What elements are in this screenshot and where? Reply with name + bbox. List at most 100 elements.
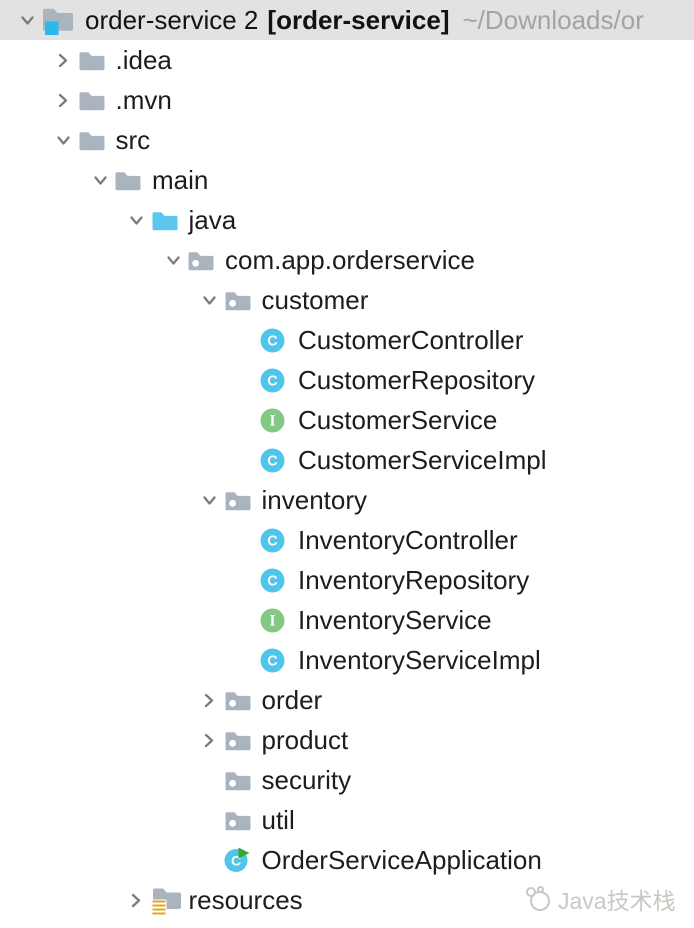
project-root-name: order-service 2	[85, 4, 259, 35]
tree-indent	[13, 180, 86, 181]
folder-icon	[78, 40, 116, 80]
tree-indent	[13, 540, 232, 541]
tree-row[interactable]: customer	[0, 280, 694, 320]
chevron-right-icon[interactable]	[50, 40, 78, 80]
interface-icon: I	[260, 400, 298, 440]
tree-indent	[13, 860, 196, 861]
tree-item-label: java	[188, 204, 237, 235]
tree-row[interactable]: C InventoryRepository	[0, 560, 694, 600]
package-icon	[224, 280, 262, 320]
tree-indent	[13, 380, 232, 381]
tree-item-label: util	[261, 804, 295, 835]
tree-indent	[13, 140, 50, 141]
chevron-slot	[232, 520, 260, 560]
tree-row[interactable]: inventory	[0, 480, 694, 520]
tree-indent	[13, 660, 232, 661]
tree-indent	[13, 300, 196, 301]
folder-icon	[114, 160, 152, 200]
chevron-down-icon[interactable]	[196, 280, 224, 320]
package-icon	[224, 760, 262, 800]
tree-indent	[13, 500, 196, 501]
tree-indent	[13, 220, 123, 221]
chevron-slot	[232, 600, 260, 640]
chevron-right-icon[interactable]	[196, 680, 224, 720]
tree-row[interactable]: resources	[0, 880, 694, 920]
folder-icon	[78, 120, 116, 160]
tree-item-label: resources	[188, 884, 303, 915]
chevron-slot	[232, 440, 260, 480]
project-tree: .idea .mvn src main java com.app.orderse…	[0, 40, 694, 920]
class-icon: C	[260, 560, 298, 600]
tree-item-label: main	[152, 164, 209, 195]
tree-row[interactable]: product	[0, 720, 694, 760]
tree-indent	[13, 900, 123, 901]
class-icon: C	[260, 520, 298, 560]
tree-indent	[13, 60, 50, 61]
svg-text:I: I	[269, 612, 275, 629]
tree-item-label: OrderServiceApplication	[261, 844, 542, 875]
chevron-slot	[196, 840, 224, 880]
tree-row[interactable]: I InventoryService	[0, 600, 694, 640]
chevron-slot	[232, 560, 260, 600]
tree-row-project-root[interactable]: order-service 2 [order-service] ~/Downlo…	[0, 0, 694, 40]
tree-indent	[13, 580, 232, 581]
tree-row[interactable]: util	[0, 800, 694, 840]
tree-row[interactable]: I CustomerService	[0, 400, 694, 440]
folder-source-icon	[151, 200, 189, 240]
chevron-slot	[232, 400, 260, 440]
tree-row[interactable]: C CustomerServiceImpl	[0, 440, 694, 480]
tree-item-label: InventoryRepository	[298, 564, 530, 595]
chevron-down-icon[interactable]	[159, 240, 187, 280]
interface-icon: I	[260, 600, 298, 640]
tree-row[interactable]: C CustomerController	[0, 320, 694, 360]
chevron-down-icon[interactable]	[13, 0, 41, 40]
chevron-right-icon[interactable]	[196, 720, 224, 760]
chevron-down-icon[interactable]	[86, 160, 114, 200]
tree-indent	[13, 780, 196, 781]
tree-row[interactable]: security	[0, 760, 694, 800]
tree-row[interactable]: C OrderServiceApplication	[0, 840, 694, 880]
chevron-right-icon[interactable]	[50, 80, 78, 120]
tree-row[interactable]: com.app.orderservice	[0, 240, 694, 280]
svg-text:C: C	[267, 573, 278, 589]
tree-item-label: InventoryService	[298, 604, 492, 635]
tree-item-label: CustomerRepository	[298, 364, 535, 395]
tree-row[interactable]: src	[0, 120, 694, 160]
tree-row[interactable]: C InventoryServiceImpl	[0, 640, 694, 680]
svg-text:C: C	[267, 533, 278, 549]
class-run-icon: C	[224, 840, 262, 880]
project-folder-icon	[41, 0, 85, 40]
tree-row[interactable]: .mvn	[0, 80, 694, 120]
svg-text:C: C	[267, 653, 278, 669]
package-icon	[187, 240, 225, 280]
project-root-module: [order-service]	[267, 4, 450, 35]
chevron-down-icon[interactable]	[123, 200, 151, 240]
tree-item-label: .mvn	[115, 84, 172, 115]
tree-indent	[13, 260, 159, 261]
tree-row[interactable]: order	[0, 680, 694, 720]
chevron-down-icon[interactable]	[50, 120, 78, 160]
class-icon: C	[260, 440, 298, 480]
chevron-down-icon[interactable]	[196, 480, 224, 520]
package-icon	[224, 480, 262, 520]
chevron-slot	[232, 320, 260, 360]
tree-row[interactable]: .idea	[0, 40, 694, 80]
tree-indent	[13, 820, 196, 821]
tree-row[interactable]: java	[0, 200, 694, 240]
tree-row[interactable]: main	[0, 160, 694, 200]
tree-item-label: InventoryServiceImpl	[298, 644, 541, 675]
tree-item-label: com.app.orderservice	[225, 244, 475, 275]
chevron-slot	[232, 640, 260, 680]
tree-row[interactable]: C InventoryController	[0, 520, 694, 560]
chevron-right-icon[interactable]	[123, 880, 151, 920]
package-icon	[224, 680, 262, 720]
tree-item-label: src	[115, 124, 151, 155]
class-icon: C	[260, 320, 298, 360]
tree-item-label: security	[261, 764, 352, 795]
svg-text:C: C	[267, 333, 278, 349]
folder-icon	[78, 80, 116, 120]
tree-indent	[13, 100, 50, 101]
tree-item-label: CustomerService	[298, 404, 498, 435]
tree-indent	[13, 740, 196, 741]
tree-row[interactable]: C CustomerRepository	[0, 360, 694, 400]
